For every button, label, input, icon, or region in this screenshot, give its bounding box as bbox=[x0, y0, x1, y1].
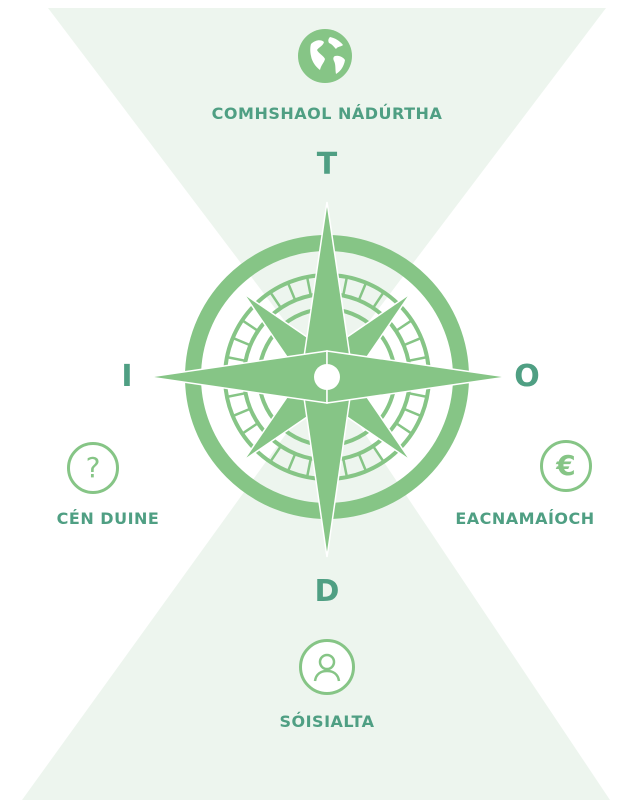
compass-tick bbox=[242, 423, 258, 434]
compass-tick bbox=[233, 409, 251, 416]
compass-tick bbox=[404, 409, 422, 416]
label-right: EACNAMAÍOCH bbox=[445, 509, 605, 528]
label-top: COMHSHAOL NÁDÚRTHA bbox=[210, 104, 444, 123]
direction-east: O bbox=[510, 362, 544, 392]
compass-tick bbox=[227, 357, 246, 361]
compass-tick bbox=[396, 423, 412, 434]
compass-tick bbox=[233, 338, 251, 345]
compass-tick bbox=[408, 357, 427, 361]
compass-tick bbox=[227, 393, 246, 397]
label-bottom: SÓISIALTA bbox=[250, 712, 404, 731]
compass-tick bbox=[404, 338, 422, 345]
direction-west: I bbox=[117, 362, 137, 392]
direction-south: D bbox=[313, 577, 341, 607]
person-icon bbox=[299, 639, 355, 695]
euro-icon: € bbox=[540, 440, 592, 492]
globe-icon bbox=[297, 28, 353, 84]
compass-tick bbox=[408, 393, 427, 397]
euro-glyph: € bbox=[556, 452, 575, 480]
label-left: CÉN DUINE bbox=[38, 509, 178, 528]
compass-tick bbox=[396, 320, 412, 331]
question-icon: ? bbox=[67, 442, 119, 494]
compass-center bbox=[314, 364, 340, 390]
direction-north: T bbox=[314, 150, 340, 180]
compass-tick bbox=[242, 320, 258, 331]
question-glyph: ? bbox=[86, 454, 101, 482]
